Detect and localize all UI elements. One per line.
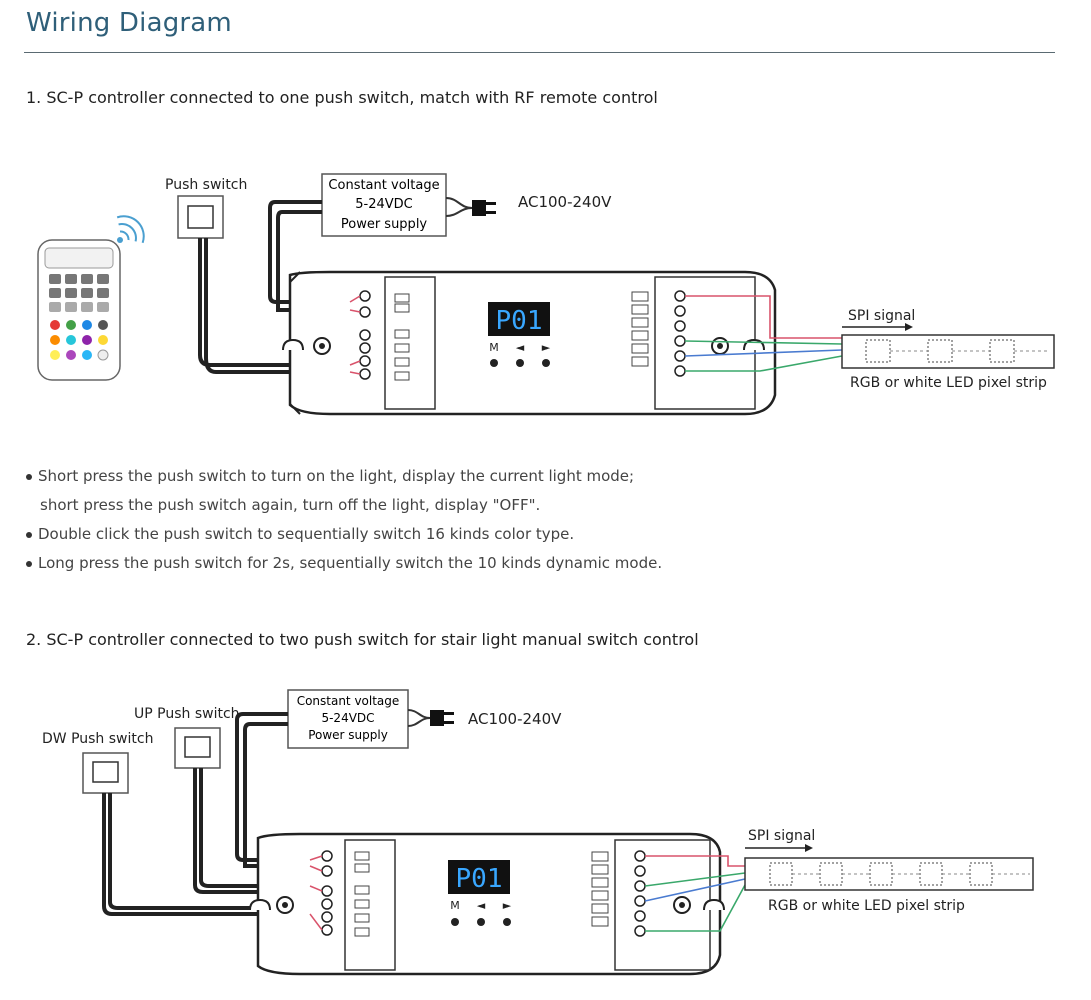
right-button[interactable] xyxy=(542,359,550,367)
power-supply-line-3: Power supply xyxy=(308,728,388,742)
note-text: Short press the push switch to turn on t… xyxy=(38,467,635,485)
push-switch xyxy=(177,195,224,239)
led-pixel-strip xyxy=(744,857,1034,891)
bullet-icon xyxy=(26,473,32,480)
note-text: short press the push switch again, turn … xyxy=(40,496,541,514)
button-label-right: ► xyxy=(503,899,512,912)
sc-p-controller: P01 M ◄ ► xyxy=(249,832,725,976)
power-supply: Constant voltage 5-24VDC Power supply xyxy=(287,689,409,749)
section-1-heading: 1. SC-P controller connected to one push… xyxy=(26,88,658,107)
left-button[interactable] xyxy=(477,918,485,926)
page-title: Wiring Diagram xyxy=(26,8,232,38)
led-display xyxy=(488,302,550,336)
spi-signal-label: SPI signal xyxy=(848,308,915,324)
wireless-signal-icon xyxy=(116,215,145,244)
strip-label: RGB or white LED pixel strip xyxy=(850,375,1047,391)
button-label-m: M xyxy=(450,899,460,912)
note-text: Double click the push switch to sequenti… xyxy=(38,525,575,543)
header-divider xyxy=(24,52,1055,53)
button-label-right: ► xyxy=(542,341,551,354)
up-push-switch xyxy=(174,727,221,769)
note-item: Short press the push switch to turn on t… xyxy=(26,462,662,491)
left-button[interactable] xyxy=(516,359,524,367)
spi-arrow-icon xyxy=(745,844,813,852)
diagram-2: UP Push switch DW Push switch Constant v… xyxy=(42,689,1034,976)
note-item: short press the push switch again, turn … xyxy=(26,491,662,520)
ac-plug-icon xyxy=(407,709,454,727)
rf-remote-control xyxy=(37,239,121,381)
note-item: Double click the push switch to sequenti… xyxy=(26,520,662,549)
power-supply: Constant voltage 5-24VDC Power supply xyxy=(321,173,447,237)
display-readout: P01 xyxy=(456,864,503,894)
section-2-heading: 2. SC-P controller connected to two push… xyxy=(26,630,699,649)
right-button[interactable] xyxy=(503,918,511,926)
spi-arrow-icon xyxy=(842,323,913,331)
button-label-left: ◄ xyxy=(477,899,486,912)
dw-push-switch xyxy=(82,752,129,794)
push-switch-label: Push switch xyxy=(165,177,247,193)
diagram-1: Push switch Constant voltage 5-24VDC Pow… xyxy=(37,173,1055,416)
strip-label: RGB or white LED pixel strip xyxy=(768,898,965,914)
up-switch-label: UP Push switch xyxy=(134,706,240,722)
power-supply-line-1: Constant voltage xyxy=(328,178,439,193)
led-display xyxy=(448,860,510,894)
dw-switch-label: DW Push switch xyxy=(42,731,153,747)
m-button[interactable] xyxy=(490,359,498,367)
display-readout: P01 xyxy=(496,306,543,336)
note-text: Long press the push switch for 2s, seque… xyxy=(38,554,663,572)
bullet-icon xyxy=(26,560,32,567)
power-supply-line-2: 5-24VDC xyxy=(321,711,374,725)
button-label-m: M xyxy=(489,341,499,354)
spi-signal-label: SPI signal xyxy=(748,828,815,844)
m-button[interactable] xyxy=(451,918,459,926)
ac-voltage-label: AC100-240V xyxy=(518,193,612,211)
led-pixel-strip xyxy=(841,334,1055,369)
power-supply-line-1: Constant voltage xyxy=(297,694,400,708)
usage-notes: Short press the push switch to turn on t… xyxy=(26,462,662,578)
button-label-left: ◄ xyxy=(516,341,525,354)
ac-voltage-label: AC100-240V xyxy=(468,710,562,728)
note-item: Long press the push switch for 2s, seque… xyxy=(26,549,662,578)
bullet-icon xyxy=(26,531,32,538)
ac-plug-icon xyxy=(445,197,496,217)
power-supply-line-3: Power supply xyxy=(341,217,428,232)
sc-p-controller: P01 M ◄ ► xyxy=(282,270,777,416)
power-supply-line-2: 5-24VDC xyxy=(355,197,412,212)
